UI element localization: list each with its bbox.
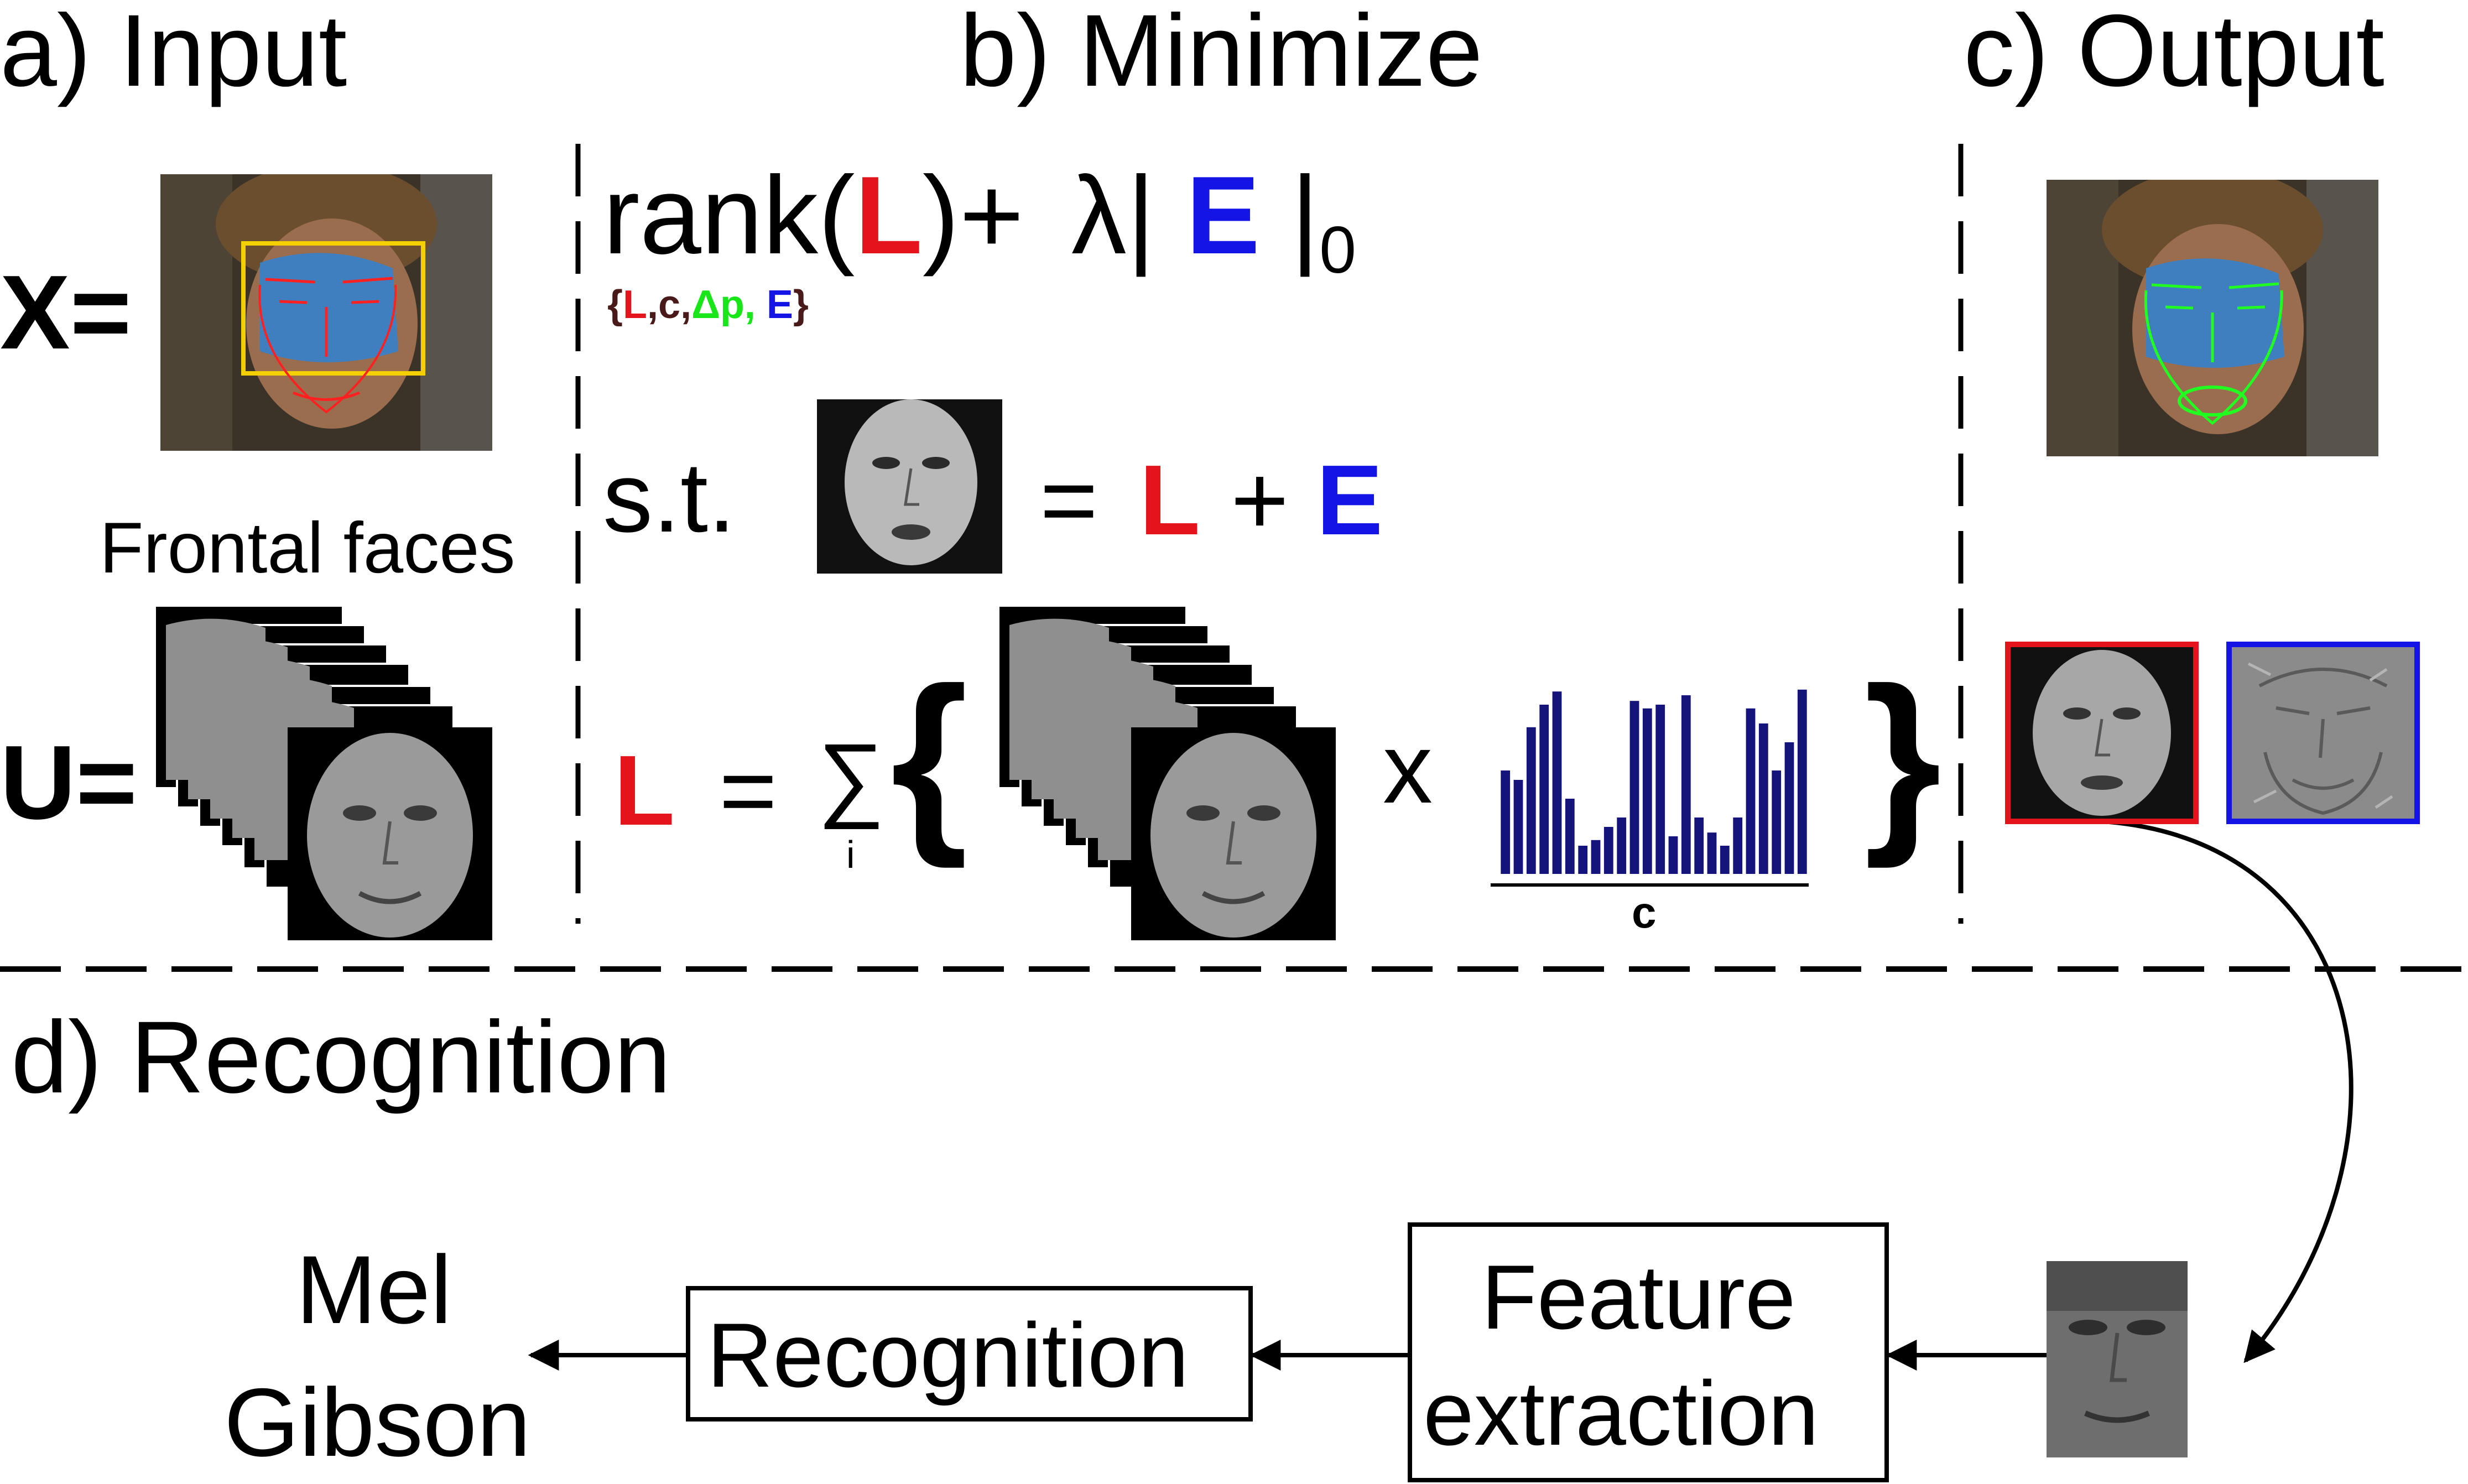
constraint-plus: + [1231,445,1289,556]
coefficient-bar [1603,827,1613,874]
result-name-line2: Gibson [224,1369,531,1477]
coefficient-bar [1642,708,1652,874]
coefficient-bar [1784,742,1794,874]
coefficient-histogram [1501,689,1807,874]
rank-text: rank( [603,154,855,277]
norm-bar-left: | [1126,154,1155,277]
result-name-line1: Mel [296,1236,452,1344]
var-L: L [623,283,648,327]
u-label: U= [0,724,138,841]
constraint-L: L [1139,445,1200,556]
decomposition-equals: = [719,735,778,846]
feature-extraction-line1: Feature [1481,1246,1796,1348]
error-symbol: E [1186,154,1260,277]
brace-close: } [1864,647,1942,869]
coefficient-bar [1552,691,1562,874]
basis-face-stack [997,605,1336,940]
sum-symbol: ∑ [818,725,885,830]
lambda-symbol: λ [1071,154,1127,277]
x-label: X= [0,254,132,371]
coefficient-bar [1720,846,1730,874]
var-brace-open: { [607,283,623,327]
feature-extraction-line2: extraction [1423,1362,1819,1464]
var-delta-p: Δp, [691,283,756,327]
constraint-E: E [1316,445,1383,556]
times-symbol: x [1383,713,1433,824]
coefficient-bar [1758,723,1768,874]
coefficient-bar [1565,799,1575,874]
panel-title-input: a) Input [0,0,347,108]
coefficient-bar [1707,832,1717,874]
coefficient-bar [1733,817,1743,874]
coefficient-bar [1694,817,1704,874]
panel-title-output: c) Output [1964,0,2384,108]
low-rank-symbol: L [855,154,923,277]
coefficient-bar [1629,701,1639,874]
coefficient-bar [1655,705,1665,874]
constraint-equals: = [1040,445,1098,556]
cropped-face-image [2047,1261,2188,1457]
var-c: ,c, [647,283,692,327]
var-E: E [766,283,793,327]
decomposition-L: L [614,735,675,846]
coefficient-bar [1797,689,1807,874]
recognition-box-label: Recognition [707,1304,1189,1406]
brace-open: { [891,647,969,869]
coefficient-bar [1746,708,1756,874]
coefficient-bar [1681,695,1691,874]
coefficient-bar [1578,846,1588,874]
coefficient-bar [1617,817,1627,874]
coefficient-bar [1501,770,1511,874]
coefficient-bar [1668,836,1678,874]
frontal-faces-caption: Frontal faces [100,507,516,588]
subject-to-label: s.t. [603,442,736,553]
frontal-face-stack [155,605,492,940]
coefficient-bar [1772,770,1782,874]
input-face-image [160,174,492,451]
norm-subscript-zero: 0 [1319,213,1357,287]
error-output-image [2226,642,2420,824]
warped-face-image [817,399,1002,574]
coefficient-bar [1539,705,1549,874]
coefficient-bar [1513,780,1523,874]
panel-title-recognition: d) Recognition [11,1001,671,1115]
coefficient-bar [1591,840,1601,874]
close-plus: )+ [922,154,1024,277]
output-face-image [2047,180,2378,456]
objective-rank: rank(L)+ λ| E |0 [603,160,1356,284]
norm-bar-right: | [1290,154,1320,277]
sum-index: i [846,833,855,876]
objective-variables: {L,c,Δp, E} [607,285,809,325]
panel-title-minimize: b) Minimize [960,0,1483,108]
coefficient-bar [1526,727,1536,874]
var-brace-close: } [793,283,809,327]
low-rank-output-face [2005,642,2199,824]
feature-extraction-box: Feature extraction [1408,1222,1889,1482]
recognition-box: Recognition [686,1286,1253,1421]
arrow-output-to-face [2101,819,2354,1363]
coefficient-label: c [1632,888,1657,937]
